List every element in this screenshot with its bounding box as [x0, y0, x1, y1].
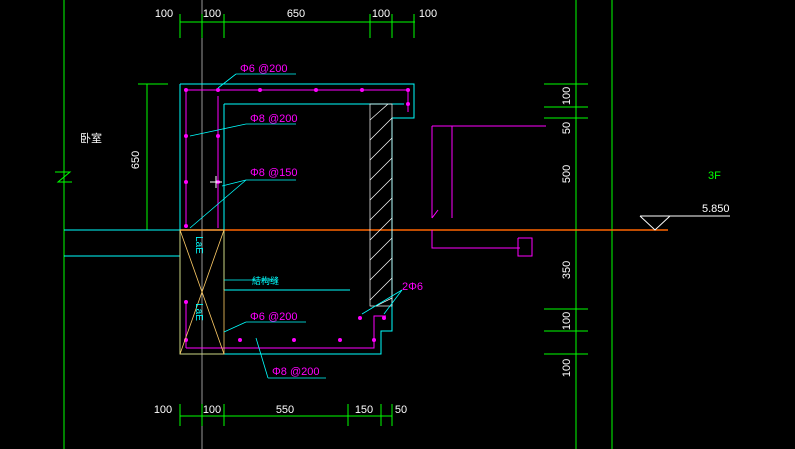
bottom-dim-3: 550 [276, 404, 294, 416]
bottom-dim-5: 50 [395, 404, 407, 416]
right-dim-3: 500 [561, 165, 573, 183]
top-dim-3: 650 [287, 8, 305, 20]
bottom-dim-2: 100 [203, 404, 221, 416]
top-dimension [179, 14, 415, 38]
right-dim-5: 100 [561, 312, 573, 330]
bottom-dimension [179, 404, 393, 426]
right-dim-1: 100 [561, 87, 573, 105]
rebar-wall-1: Φ8 @200 [250, 113, 297, 125]
grid-lines [63, 0, 613, 449]
break-symbol [55, 171, 72, 183]
lae-label-1: LaE [193, 236, 204, 254]
top-dim-4: 100 [372, 8, 390, 20]
rebar [185, 89, 546, 349]
rebar-top-slab: Φ6 @200 [240, 63, 287, 75]
structure-note: 結构缝 [252, 275, 279, 286]
bottom-dim-4: 150 [355, 404, 373, 416]
top-dim-1: 100 [155, 8, 173, 20]
room-label: 卧室 [80, 131, 102, 145]
elevation-label: 5.850 [702, 203, 730, 215]
right-dim-6: 100 [561, 359, 573, 377]
elevation-marker [639, 215, 730, 231]
cursor-cross [210, 176, 222, 188]
rebar-bottom-2: Φ8 @200 [272, 366, 319, 378]
hatched-wall [369, 103, 393, 307]
lae-label-2: LaE [193, 303, 204, 321]
rebar-dots [184, 88, 410, 342]
right-dim-2: 50 [561, 122, 573, 134]
right-dim-4: 350 [561, 261, 573, 279]
rebar-corner: 2Φ6 [402, 281, 423, 293]
top-dim-5: 100 [419, 8, 437, 20]
top-dim-2: 100 [203, 8, 221, 20]
floor-label: 3F [708, 170, 721, 182]
crossed-box [179, 229, 225, 355]
left-dim: 650 [130, 151, 142, 169]
left-dimension [138, 83, 168, 231]
rebar-wall-2: Φ8 @150 [250, 167, 297, 179]
bottom-dim-1: 100 [154, 404, 172, 416]
rebar-bottom-1: Φ6 @200 [250, 311, 297, 323]
leader-lines [189, 73, 403, 379]
